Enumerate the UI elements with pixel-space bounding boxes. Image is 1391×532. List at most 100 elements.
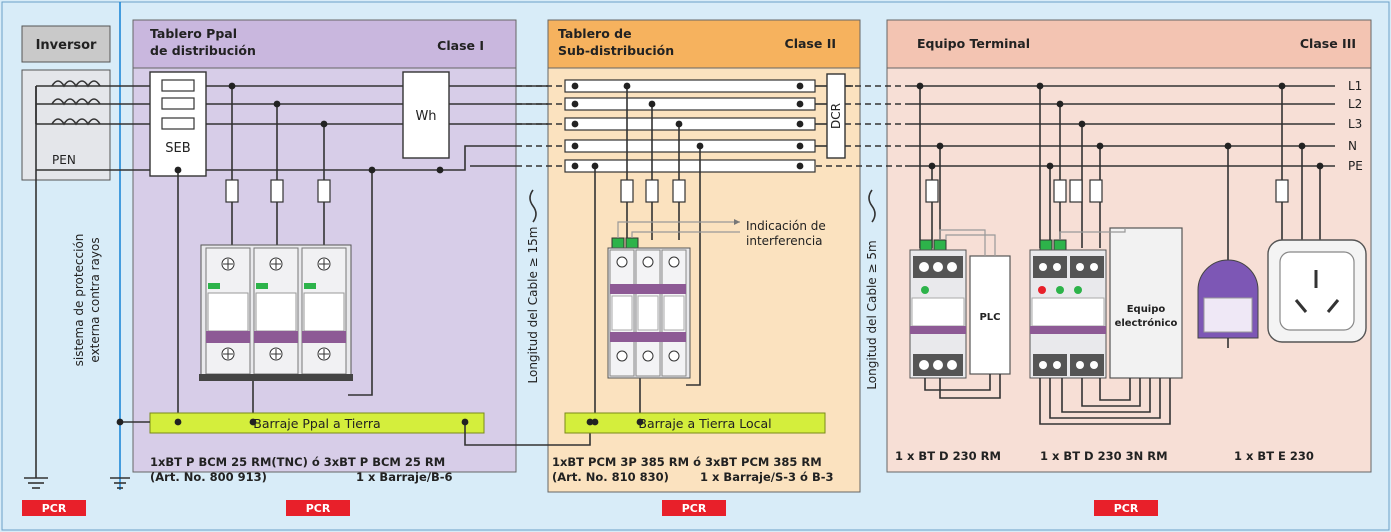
c3-fuse4-icon bbox=[1089, 179, 1103, 203]
equipment-label-line1: Equipo bbox=[1127, 304, 1166, 315]
cable1-break-icon bbox=[529, 189, 537, 223]
conductor-label-l2: L2 bbox=[1348, 97, 1362, 111]
lightning-text-line1: sistema de protección bbox=[72, 234, 86, 367]
class3-product3: 1 x BT E 230 bbox=[1234, 449, 1314, 463]
conductor-labels: L1 L2 L3 N PE bbox=[1348, 79, 1363, 173]
plc-box: PLC bbox=[969, 255, 1011, 375]
bt-d-230-rm-device bbox=[909, 239, 967, 379]
indication-line2: interferencia bbox=[746, 234, 823, 248]
electronic-equipment-box: Equipo electrónico bbox=[1109, 227, 1183, 379]
spd-module-2 bbox=[253, 247, 299, 375]
remote-signal-terminal bbox=[611, 237, 625, 249]
c1-fuse1-icon bbox=[225, 179, 239, 203]
pcr-badge-4-label: PCR bbox=[1114, 502, 1139, 515]
class1-busbar-label: Barraje Ppal a Tierra bbox=[253, 416, 380, 431]
class2-title-line1: Tablero de bbox=[558, 26, 632, 41]
class2-product-line1: 1xBT PCM 3P 385 RM ó 3xBT PCM 385 RM bbox=[552, 455, 822, 469]
c3-fuse3-icon bbox=[1069, 179, 1083, 203]
conductors bbox=[36, 85, 1335, 171]
class1-header bbox=[132, 19, 517, 69]
cable2-length-label: Longitud del Cable ≥ 5m bbox=[865, 240, 879, 389]
c1-fuse3-icon bbox=[317, 179, 331, 203]
fuse-l2-icon bbox=[161, 97, 195, 110]
coil-l1-icon bbox=[51, 80, 101, 88]
class1-title-line1: Tablero Ppal bbox=[150, 26, 237, 41]
ground-symbol-2-icon bbox=[110, 477, 130, 489]
meter-box: Wh bbox=[402, 71, 450, 159]
indication-arrow-icon bbox=[734, 219, 740, 225]
c2-fuse3-icon bbox=[672, 179, 686, 203]
class2-header bbox=[547, 19, 861, 69]
plc-wire-2 bbox=[939, 374, 1001, 399]
c2-fuse1-icon bbox=[620, 179, 634, 203]
seb-label: SEB bbox=[165, 141, 190, 156]
class1-product-line2-left: (Art. No. 800 913) bbox=[150, 470, 267, 484]
fuse-l1-icon bbox=[161, 79, 195, 92]
cable2-break-icon bbox=[868, 189, 876, 223]
c1-fuse2-icon bbox=[270, 179, 284, 203]
c3-fuse2-icon bbox=[1053, 179, 1067, 203]
conductor-label-l3: L3 bbox=[1348, 117, 1362, 131]
coil-l2-icon bbox=[51, 98, 101, 106]
class2-title-line2: Sub-distribución bbox=[558, 43, 674, 58]
fuse-l3-icon bbox=[161, 117, 195, 130]
coil-l3-icon bbox=[51, 118, 101, 126]
class2-spd-module bbox=[607, 237, 691, 379]
pcr-badge-2 bbox=[286, 500, 350, 516]
class3-title: Equipo Terminal bbox=[917, 36, 1030, 51]
seb-box: SEB bbox=[149, 71, 207, 177]
plc-wire-1 bbox=[924, 374, 991, 391]
class3-product1: 1 x BT D 230 RM bbox=[895, 449, 1001, 463]
plc-signal-1 bbox=[939, 229, 986, 256]
c1-spd-ground bbox=[348, 170, 373, 396]
indication-wire-2 bbox=[631, 231, 740, 238]
junction-dots bbox=[116, 82, 1324, 426]
c2-fuse2-icon bbox=[645, 179, 659, 203]
spd-module-1 bbox=[205, 247, 251, 375]
inverter-header bbox=[21, 25, 111, 63]
class1-product-line1: 1xBT P BCM 25 RM(TNC) ó 3xBT P BCM 25 RM bbox=[150, 455, 445, 469]
class2-product-line2-left: (Art. No. 810 830) bbox=[552, 470, 669, 484]
cable2-length: Longitud del Cable ≥ 5m bbox=[865, 240, 879, 389]
pcr-badge-1 bbox=[22, 500, 86, 516]
c3-fuse5-icon bbox=[1275, 179, 1289, 203]
pcr-badges: PCR PCR PCR PCR bbox=[22, 500, 1158, 516]
class3-class-label: Clase III bbox=[1300, 36, 1356, 51]
class1-title-line2: de distribución bbox=[150, 43, 256, 58]
class1-spd-module bbox=[199, 244, 353, 381]
cable1-length-label: Longitud del Cable ≥ 15m bbox=[526, 227, 540, 384]
pcr-badge-3 bbox=[662, 500, 726, 516]
lightning-protection-text: sistema de protección externa contra ray… bbox=[72, 234, 102, 367]
bt-d-230-3n-rm-device bbox=[1029, 239, 1107, 379]
n-split-wire bbox=[440, 145, 516, 171]
plc-signal-2 bbox=[945, 234, 996, 256]
pcr-badge-2-label: PCR bbox=[306, 502, 331, 515]
equipment-label-line2: electrónico bbox=[1115, 317, 1178, 329]
pen-label: PEN bbox=[52, 153, 76, 167]
bt-e-230-device bbox=[1197, 259, 1259, 348]
conductor-label-n: N bbox=[1348, 139, 1357, 153]
pcr-badge-1-label: PCR bbox=[42, 502, 67, 515]
class1-product-line2-right: 1 x Barraje/B-6 bbox=[356, 470, 453, 484]
plc-label: PLC bbox=[979, 312, 1000, 323]
class1-class-label: Clase I bbox=[437, 38, 484, 53]
class2-busbar-label: Barraje a Tierra Local bbox=[638, 416, 771, 431]
cable1-length: Longitud del Cable ≥ 15m bbox=[526, 227, 540, 384]
spd-module-3 bbox=[301, 247, 347, 375]
class2-busbar: Barraje a Tierra Local bbox=[564, 412, 826, 434]
conductor-label-pe: PE bbox=[1348, 159, 1363, 173]
meter-label: Wh bbox=[415, 109, 436, 124]
lightning-text-line2: externa contra rayos bbox=[88, 237, 102, 362]
pcr-badge-3-label: PCR bbox=[682, 502, 707, 515]
class3-header bbox=[886, 19, 1372, 69]
ground-symbol-icon bbox=[24, 477, 48, 489]
class2-product-line2-right: 1 x Barraje/S-3 ó B-3 bbox=[700, 470, 834, 484]
class2-class-label: Clase II bbox=[785, 36, 836, 51]
dcr-box: DCR bbox=[826, 73, 846, 159]
class3-product2: 1 x BT D 230 3N RM bbox=[1040, 449, 1168, 463]
dcr-label: DCR bbox=[829, 103, 843, 129]
wall-socket-icon bbox=[1267, 239, 1367, 343]
